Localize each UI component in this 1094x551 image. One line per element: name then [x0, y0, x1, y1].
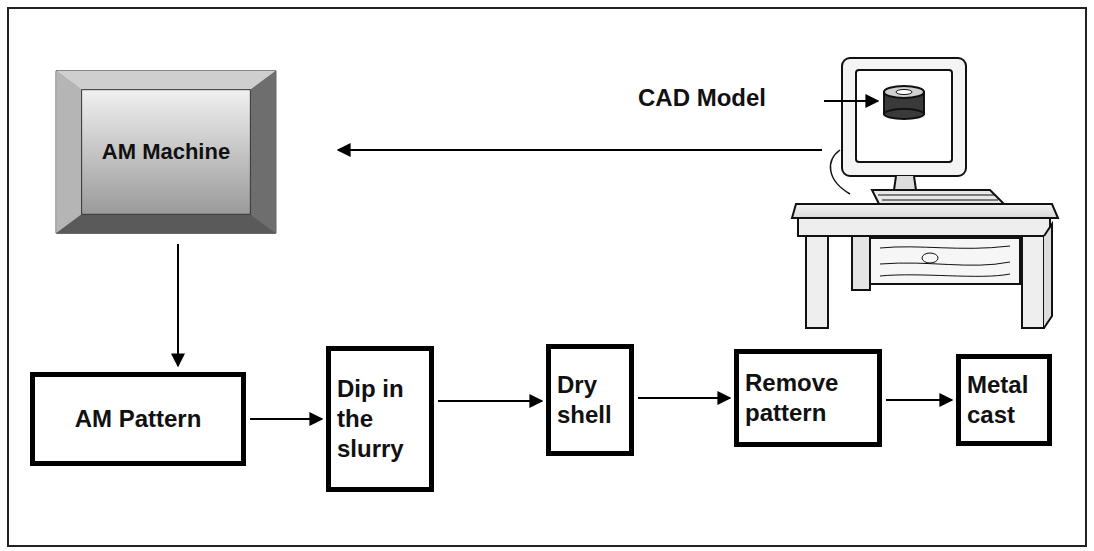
box-text: Dip in the slurry	[337, 374, 423, 464]
process-box: Dry shell	[546, 344, 634, 456]
callout-label: CAD Model	[636, 84, 768, 112]
flow-arrow	[638, 397, 730, 399]
box-text: Metal cast	[967, 370, 1041, 430]
box-text: Remove pattern	[745, 368, 871, 428]
box-text: AM Pattern	[75, 404, 202, 434]
flow-arrow	[886, 399, 952, 401]
process-box: Metal cast	[956, 354, 1052, 446]
process-box: Remove pattern	[734, 349, 882, 447]
flow-arrow	[438, 400, 542, 402]
flow-arrow	[250, 418, 322, 420]
machine-box: AM Machine	[55, 70, 277, 234]
box-text: AM Machine	[102, 138, 230, 166]
process-box: AM Pattern	[30, 372, 246, 466]
data-flow-arrow	[338, 149, 822, 151]
computer-illustration	[792, 58, 1058, 328]
process-box: Dip in the slurry	[326, 346, 434, 492]
flow-arrow	[177, 244, 179, 366]
leader-arrow	[824, 100, 878, 102]
outer-frame	[8, 8, 1086, 546]
box-text: Dry shell	[557, 370, 623, 430]
